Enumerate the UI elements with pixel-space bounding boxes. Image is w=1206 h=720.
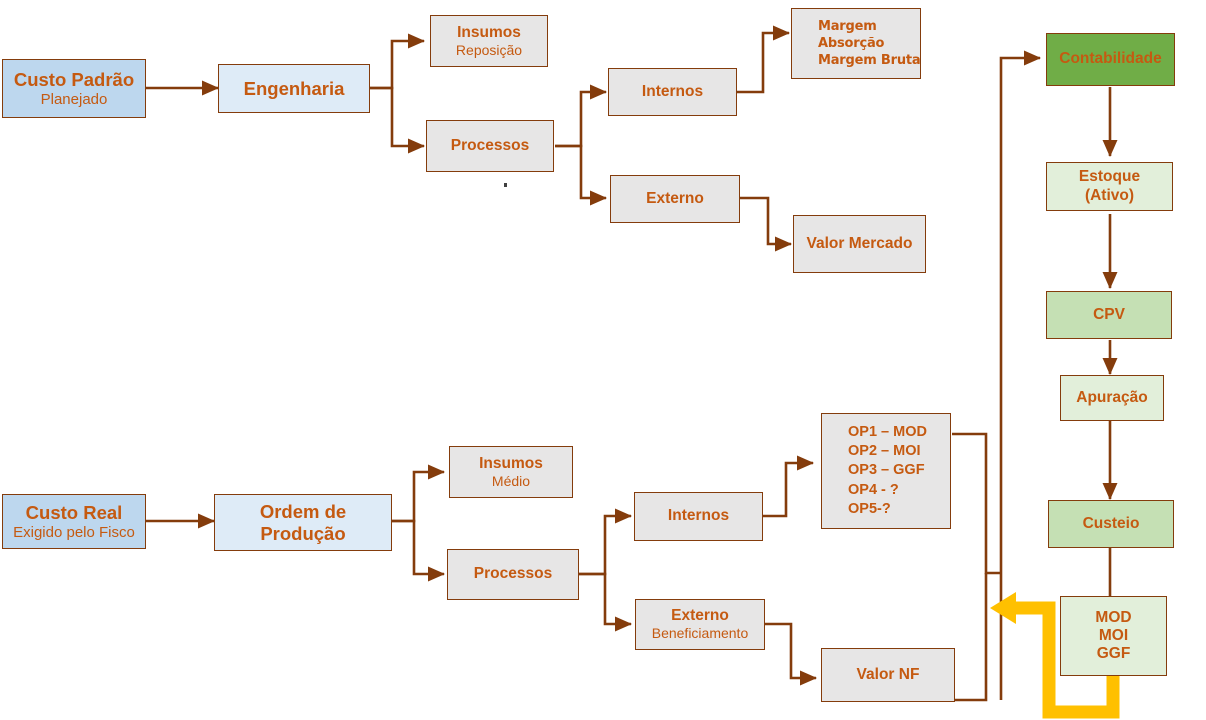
node-ops[interactable]: OP1 – MOD OP2 – MOI OP3 – GGF OP4 - ? OP… [821, 413, 951, 529]
node-valor-nf-title: Valor NF [856, 665, 920, 683]
node-custo-padrao[interactable]: Custo Padrão Planejado [2, 59, 146, 118]
node-margem-line-3: Margem Bruta [818, 53, 921, 69]
node-internos-top[interactable]: Internos [608, 68, 737, 116]
node-valor-nf[interactable]: Valor NF [821, 648, 955, 702]
node-mod-moi-ggf-line-3: GGF [1096, 645, 1131, 663]
node-processos-bottom[interactable]: Processos [447, 549, 579, 600]
stray-dot-artifact [504, 183, 507, 187]
node-externo-top-title: Externo [646, 189, 704, 207]
node-processos-top-title: Processos [450, 136, 530, 154]
conn-externo-valormercado [740, 196, 793, 252]
node-apuracao-title: Apuração [1076, 388, 1148, 406]
node-estoque-subtitle: (Ativo) [1084, 186, 1135, 204]
node-custeio[interactable]: Custeio [1048, 500, 1174, 548]
node-insumos-bottom[interactable]: Insumos Médio [449, 446, 573, 498]
node-mod-moi-ggf[interactable]: MOD MOI GGF [1060, 596, 1167, 676]
conn-processosbot-internos [579, 508, 633, 576]
node-insumos-top-subtitle: Reposição [455, 41, 523, 58]
node-estoque[interactable]: Estoque (Ativo) [1046, 162, 1173, 211]
node-contabilidade-title: Contabilidade [1059, 50, 1162, 68]
conn-processosbot-externo [579, 572, 633, 632]
node-insumos-bottom-title: Insumos [479, 454, 543, 472]
node-ops-line-4: OP4 - ? [848, 481, 899, 498]
node-custeio-title: Custeio [1082, 514, 1140, 532]
node-engenharia-title: Engenharia [243, 77, 345, 99]
node-contabilidade[interactable]: Contabilidade [1046, 33, 1175, 86]
node-internos-top-title: Internos [641, 82, 704, 100]
node-insumos-top-title: Insumos [457, 23, 521, 41]
conn-ordem-insumos [392, 464, 446, 523]
node-cpv-title: CPV [1093, 305, 1125, 323]
node-margem[interactable]: Margem Absorção Margem Bruta [791, 8, 921, 79]
node-mod-moi-ggf-line-2: MOI [1098, 626, 1129, 644]
node-externo-bottom-subtitle: Beneficiamento [651, 625, 749, 642]
node-ops-line-5: OP5-? [848, 500, 891, 517]
conn-ops-junction [952, 432, 1001, 575]
node-ops-line-1: OP1 – MOD [848, 424, 927, 441]
node-internos-bottom-title: Internos [667, 507, 730, 525]
node-custo-real[interactable]: Custo Real Exigido pelo Fisco [2, 494, 146, 549]
conn-processos-split-internos [555, 84, 608, 148]
conn-rail-contabilidade [999, 50, 1042, 700]
node-processos-top[interactable]: Processos [426, 120, 554, 172]
highlight-arrow-head [990, 592, 1016, 624]
node-custo-padrao-title: Custo Padrão [13, 68, 135, 90]
conn-externobot-valornf [765, 622, 818, 686]
node-ops-line-3: OP3 – GGF [848, 462, 925, 479]
node-custo-real-subtitle: Exigido pelo Fisco [13, 523, 135, 541]
node-custo-real-title: Custo Real [25, 501, 123, 523]
node-externo-bottom[interactable]: Externo Beneficiamento [635, 599, 765, 650]
node-valor-mercado-title: Valor Mercado [806, 234, 913, 252]
node-margem-line-1: Margem [818, 18, 877, 34]
node-insumos-bottom-subtitle: Médio [491, 472, 531, 489]
node-insumos-top[interactable]: Insumos Reposição [430, 15, 548, 67]
node-mod-moi-ggf-line-1: MOD [1095, 608, 1132, 626]
node-apuracao[interactable]: Apuração [1060, 375, 1164, 421]
node-engenharia[interactable]: Engenharia [218, 64, 370, 113]
node-ordem-producao-title: Ordem de [259, 500, 347, 522]
node-estoque-title: Estoque [1078, 168, 1141, 186]
node-ordem-producao[interactable]: Ordem de Produção [214, 494, 392, 551]
node-externo-top[interactable]: Externo [610, 175, 740, 223]
conn-ordem-processos [392, 519, 446, 582]
conn-internosbot-ops [763, 455, 815, 518]
node-margem-line-2: Absorção [818, 35, 885, 51]
conn-engenharia-split [370, 33, 426, 90]
node-custo-padrao-subtitle: Planejado [40, 90, 108, 108]
conn-valornf-rail [955, 573, 988, 702]
conn-processos-split-externo [555, 144, 608, 206]
conn-internos-margem [737, 25, 791, 94]
node-valor-mercado[interactable]: Valor Mercado [793, 215, 926, 273]
node-ordem-producao-title-2: Produção [260, 522, 346, 544]
node-internos-bottom[interactable]: Internos [634, 492, 763, 541]
node-ops-line-2: OP2 – MOI [848, 443, 921, 460]
node-processos-bottom-title: Processos [473, 565, 553, 583]
node-externo-bottom-title: Externo [671, 607, 729, 625]
node-cpv[interactable]: CPV [1046, 291, 1172, 339]
conn-engenharia-processos [370, 86, 426, 154]
